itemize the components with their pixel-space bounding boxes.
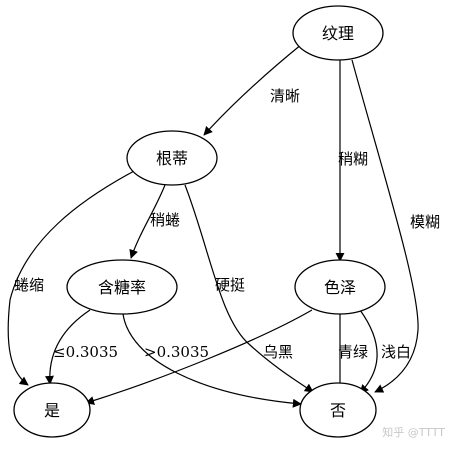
edge-density-yes — [44, 309, 91, 385]
edge-root-density — [129, 184, 166, 259]
edge-label-density-le: ≤0.3035 — [53, 343, 118, 361]
edge-label-density-gt: >0.3035 — [144, 343, 209, 361]
node-density: 含糖率 — [66, 259, 178, 315]
edge-texture-no — [351, 59, 419, 393]
edge-density-no — [122, 313, 302, 408]
edge-color-no-white — [359, 309, 378, 394]
node-color: 色泽 — [294, 259, 386, 315]
node-no: 否 — [299, 382, 377, 438]
node-color-label: 色泽 — [324, 278, 356, 297]
edge-color-yes — [85, 309, 313, 405]
edge-label-color-white: 浅白 — [381, 343, 411, 361]
edge-root-yes — [7, 169, 137, 386]
edge-label-root-stiff: 硬挺 — [215, 276, 245, 294]
node-root: 根蒂 — [126, 130, 218, 186]
node-yes: 是 — [13, 382, 91, 438]
edge-label-root-slightly-curled: 稍蜷 — [150, 211, 180, 229]
edge-label-texture-slightly-blurry: 稍糊 — [338, 150, 368, 168]
node-density-label: 含糖率 — [98, 278, 146, 297]
edge-label-texture-blurry: 模糊 — [410, 213, 440, 231]
watermark: 知乎 @TTTT — [382, 425, 445, 439]
node-texture: 纹理 — [292, 5, 384, 61]
edge-label-texture-clear: 清晰 — [270, 87, 300, 105]
edge-label-root-curled: 蜷缩 — [14, 276, 44, 294]
node-root-label: 根蒂 — [156, 149, 188, 168]
edge-texture-root — [203, 43, 303, 136]
edge-label-color-green: 青绿 — [338, 343, 368, 361]
node-no-label: 否 — [330, 401, 346, 420]
node-yes-label: 是 — [44, 401, 60, 420]
edge-label-color-black: 乌黑 — [263, 343, 293, 361]
edge-root-no — [184, 184, 314, 393]
node-texture-label: 纹理 — [322, 24, 354, 43]
